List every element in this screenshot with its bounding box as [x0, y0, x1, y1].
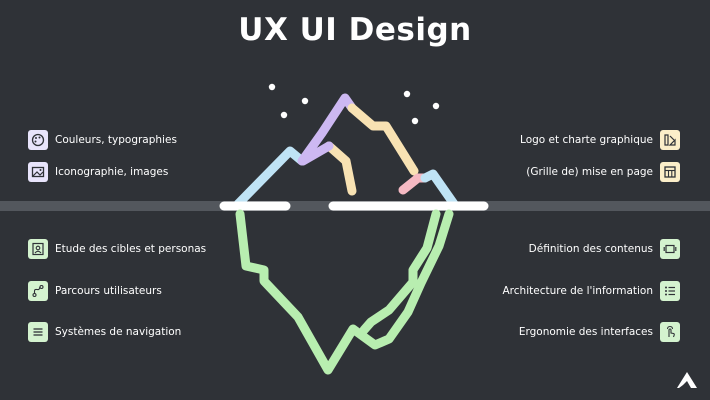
- user-journey-icon: [28, 281, 48, 301]
- image-icon: [28, 162, 48, 182]
- iceberg-tip-purple: [297, 93, 357, 166]
- iceberg-base-inner: [359, 209, 441, 335]
- item-label: Couleurs, typographies: [55, 134, 177, 146]
- iceberg-tip-yellow-ridge: [347, 103, 419, 176]
- item-parcours-utilisateurs: Parcours utilisateurs: [28, 280, 162, 302]
- menu-icon: [28, 322, 48, 342]
- item-label: Architecture de l'information: [502, 285, 654, 297]
- item-label: Logo et charte graphique: [520, 134, 653, 146]
- item-grille-mise-en-page: (Grille de) mise en page: [526, 161, 680, 183]
- item-etude-cibles-personas: Etude des cibles et personas: [28, 238, 206, 260]
- item-label: Parcours utilisateurs: [55, 285, 162, 297]
- item-label: Etude des cibles et personas: [55, 243, 207, 255]
- palette-icon: [28, 130, 48, 150]
- star: [432, 102, 440, 110]
- star: [411, 117, 419, 125]
- item-ergonomie-interfaces: Ergonomie des interfaces: [519, 321, 680, 343]
- item-couleurs-typographies: Couleurs, typographies: [28, 129, 177, 151]
- iceberg-base-outline: [235, 209, 454, 375]
- item-iconographie-images: Iconographie, images: [28, 161, 168, 183]
- item-label: Systèmes de navigation: [55, 326, 182, 338]
- star: [268, 83, 276, 91]
- content-icon: [660, 239, 680, 259]
- iceberg-tip-blue-left: [233, 146, 307, 209]
- item-label: Ergonomie des interfaces: [518, 326, 653, 338]
- brand-logo-icon: [677, 372, 697, 388]
- page-title: UX UI Design: [238, 12, 472, 48]
- star: [403, 90, 411, 98]
- star: [280, 111, 288, 119]
- item-logo-charte: Logo et charte graphique: [520, 129, 680, 151]
- iceberg-tip-yellow-inner: [324, 141, 357, 196]
- item-label: Iconographie, images: [55, 166, 169, 178]
- item-label: Définition des contenus: [528, 243, 653, 255]
- star: [301, 97, 309, 105]
- persona-icon: [28, 239, 48, 259]
- stars: [268, 83, 440, 125]
- iceberg-tip-blue-right: [420, 169, 459, 209]
- iceberg-tip-purple-inner: [298, 141, 334, 166]
- item-architecture-information: Architecture de l'information: [502, 280, 680, 302]
- tap-icon: [660, 322, 680, 342]
- grid-layout-icon: [660, 162, 680, 182]
- item-definition-contenus: Définition des contenus: [529, 238, 680, 260]
- list-icon: [660, 281, 680, 301]
- item-systemes-navigation: Systèmes de navigation: [28, 321, 181, 343]
- design-tools-icon: [660, 130, 680, 150]
- item-label: (Grille de) mise en page: [526, 166, 653, 178]
